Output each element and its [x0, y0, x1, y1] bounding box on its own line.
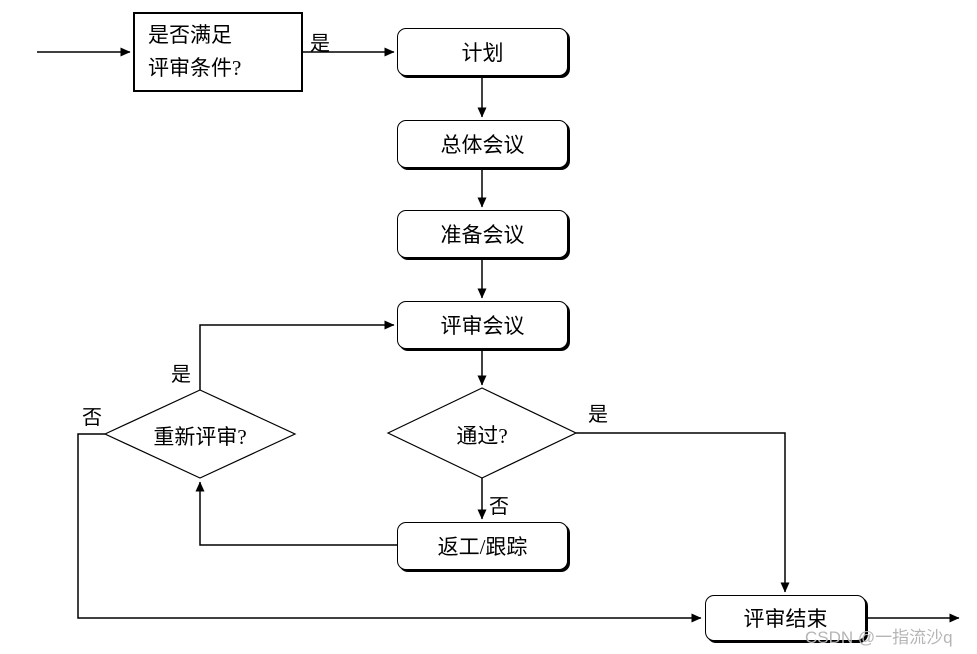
node-review-end: 评审结束 [705, 595, 866, 641]
edge-label-rereview-no: 否 [82, 407, 102, 429]
edge-rereview-review [199, 320, 395, 390]
pass-decision-label: 通过? [456, 424, 508, 448]
node-review-meeting: 评审会议 [397, 301, 568, 349]
edge-pass-end [576, 432, 790, 593]
node-rework: 返工/跟踪 [397, 522, 568, 570]
node-prep-meeting: 准备会议 [397, 210, 568, 258]
condition-line2: 评审条件? [148, 56, 242, 80]
condition-line1: 是否满足 [148, 23, 232, 47]
review-end-label: 评审结束 [743, 607, 828, 631]
edge-rework-rereview [195, 481, 398, 546]
edge-rereview-end [77, 433, 702, 623]
edge-label-condition-yes: 是 [310, 33, 330, 55]
node-overall-meeting: 总体会议 [397, 120, 568, 168]
edge-label-pass-no: 否 [489, 496, 509, 518]
re-review-decision-label: 重新评审? [153, 425, 247, 449]
node-condition: 是否满足 评审条件? [133, 12, 303, 92]
re-review-decision-diamond [103, 389, 297, 479]
overall-meeting-label: 总体会议 [440, 133, 525, 157]
csdn-watermark: CSDN @一指流沙q [805, 628, 953, 647]
edge-label-rereview-yes: 是 [171, 364, 191, 386]
node-plan: 计划 [397, 28, 568, 76]
pass-decision-diamond [386, 387, 578, 479]
rework-label: 返工/跟踪 [437, 535, 528, 559]
review-meeting-label: 评审会议 [440, 314, 525, 338]
edge-label-pass-yes: 是 [588, 404, 608, 426]
plan-label: 计划 [461, 41, 504, 65]
prep-meeting-label: 准备会议 [440, 223, 525, 247]
